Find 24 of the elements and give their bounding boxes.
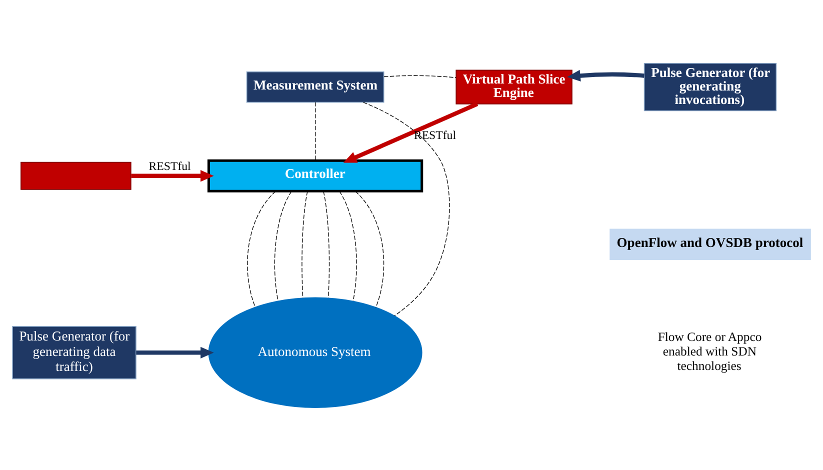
connector (323, 190, 330, 298)
label: Flow Core or Appco enabled with SDN technologies (658, 330, 762, 372)
node-box: Pulse Generator (for generating data traffic) (12, 326, 136, 379)
arrow (131, 170, 214, 182)
connector (302, 190, 308, 298)
node-ellipse: Autonomous System (208, 296, 422, 408)
node-box: Pulse Generator (for generating invocations) (644, 62, 777, 111)
connector (274, 190, 292, 301)
node-box: Measurement System (246, 70, 384, 102)
connector (339, 190, 357, 301)
edge-label: RESTful (148, 158, 191, 173)
arrow (343, 102, 478, 162)
node-box (20, 161, 132, 190)
connector (314, 101, 316, 160)
node-box: Virtual Path Slice Engine (456, 69, 572, 104)
connector (355, 190, 384, 308)
connector (362, 102, 450, 316)
arrow (136, 346, 214, 358)
connector (247, 190, 276, 307)
node-box: Controller (207, 158, 424, 192)
node-box: OpenFlow and OVSDB protocol (610, 228, 811, 260)
connector (384, 74, 456, 78)
edge-label: RESTful (414, 127, 456, 142)
arrow (567, 69, 644, 81)
